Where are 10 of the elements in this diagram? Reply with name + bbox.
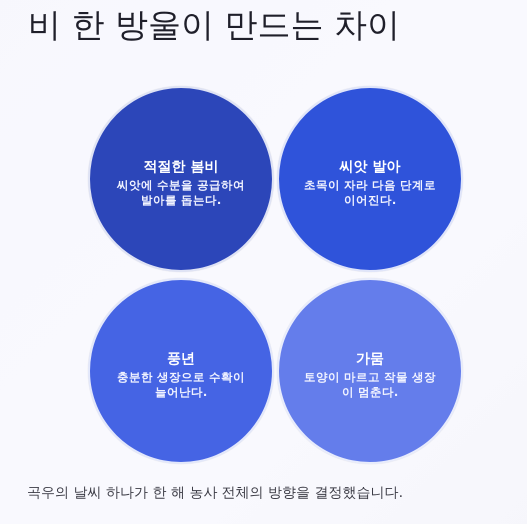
- circle-description: 토양이 마르고 작물 생장이 멈춘다.: [304, 370, 436, 400]
- circle-description: 씨앗에 수분을 공급하여 발아를 돕는다.: [116, 178, 246, 208]
- circle-heading: 씨앗 발아: [340, 158, 400, 176]
- circle-heading: 풍년: [167, 350, 195, 368]
- circle-description: 초목이 자라 다음 단계로 이어진다.: [304, 178, 436, 208]
- title: 비 한 방울이 만드는 차이: [28, 4, 400, 46]
- circle-heading: 적절한 봄비: [144, 158, 218, 176]
- caption: 곡우의 날씨 하나가 한 해 농사 전체의 방향을 결정했습니다.: [27, 484, 404, 503]
- circle-description: 충분한 생장으로 수확이 늘어난다.: [116, 370, 246, 400]
- circle-heading: 가뭄: [356, 350, 384, 368]
